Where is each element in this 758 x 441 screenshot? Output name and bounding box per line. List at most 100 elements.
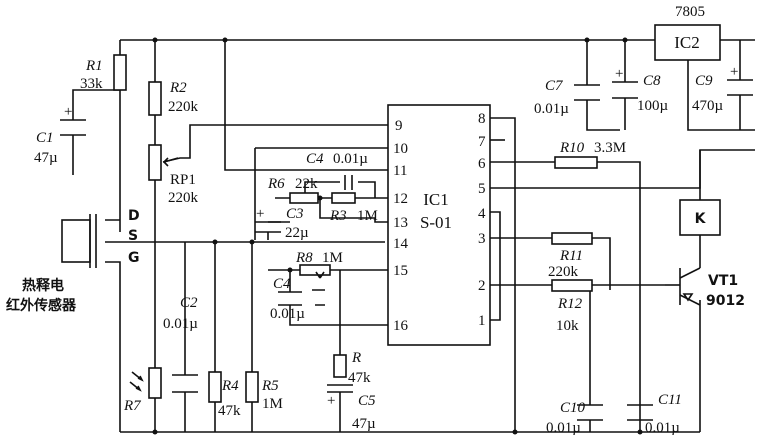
ic2-ref: IC2: [674, 33, 700, 52]
c1-plus: +: [64, 104, 72, 120]
r8-resistor: [299, 264, 331, 276]
ic1-ref: IC1: [423, 190, 449, 209]
r2-ref: R2: [169, 80, 187, 96]
r4-resistor: [208, 371, 222, 403]
r-ref: R: [351, 350, 361, 366]
ic1-pin-9: 9: [395, 118, 403, 134]
wires: [72, 39, 755, 433]
vt1-value: 9012: [706, 293, 745, 309]
c2-ref: C2: [180, 295, 198, 311]
r7-ref: R7: [123, 398, 142, 414]
c1-value: 47µ: [34, 150, 58, 166]
rp1-potentiometer: [148, 144, 162, 181]
c3-plus: +: [256, 206, 264, 222]
r4-value: 47k: [218, 403, 241, 419]
ic1-pin-14: 14: [393, 236, 409, 252]
r8-ref: R8: [295, 250, 313, 266]
ic2-regulator: IC2 7805: [654, 4, 721, 61]
r12-resistor: [551, 279, 593, 292]
ic1-pin-15: 15: [393, 263, 408, 279]
c7-ref: C7: [545, 78, 564, 94]
ic1-pin-4: 4: [478, 206, 486, 222]
r3-value: 1M: [357, 208, 378, 224]
c9-value: 470µ: [692, 98, 724, 114]
r10-value: 3.3M: [594, 140, 626, 156]
ic1-pin-1: 1: [478, 313, 486, 329]
c10-value: 0.01µ: [546, 420, 581, 436]
r1-ref: R1: [85, 58, 103, 74]
c10-ref: C10: [560, 400, 586, 416]
r11-resistor: [551, 232, 593, 245]
r6-value: 22k: [295, 176, 318, 192]
ic1-pin-8: 8: [478, 111, 486, 127]
sensor-pin-g: G: [128, 250, 140, 266]
r8-value: 1M: [322, 250, 343, 266]
r2-value: 220k: [168, 99, 199, 115]
r3-ref: R3: [329, 208, 347, 224]
c5-plus: +: [327, 393, 335, 409]
r5-ref: R5: [261, 378, 279, 394]
c7-value: 0.01µ: [534, 101, 569, 117]
vt1-ref: VT1: [708, 273, 738, 289]
c1-capacitor: [60, 119, 86, 136]
ic1-pin-2: 2: [478, 278, 486, 294]
ic1-pin-13: 13: [393, 215, 408, 231]
r6-ref: R6: [267, 176, 285, 192]
c1-ref: C1: [36, 130, 54, 146]
sensor-label-line2: 红外传感器: [6, 297, 77, 314]
c5-value: 47µ: [352, 416, 376, 432]
c9-capacitor: [727, 79, 753, 96]
relay: K: [679, 199, 721, 236]
c4-capacitor: [344, 175, 353, 190]
ic1-pin-12: 12: [393, 191, 408, 207]
r11-ref: R11: [559, 248, 583, 264]
ic1-pin-10: 10: [393, 141, 408, 157]
relay-ref: K: [695, 211, 707, 227]
r4-ref: R4: [221, 378, 239, 394]
rp1-value: 220k: [168, 190, 199, 206]
r12-value: 10k: [556, 318, 579, 334]
r10-ref: R10: [559, 140, 585, 156]
c11-capacitor: [627, 404, 653, 421]
r3-resistor: [331, 192, 356, 204]
r-resistor: [333, 354, 347, 378]
sensor-label-line1: 热释电: [22, 277, 64, 294]
r1-value: 33k: [80, 76, 103, 92]
c4b-ref: C4: [273, 276, 291, 292]
ic1-pin-6: 6: [478, 156, 486, 172]
r11-value: 220k: [548, 264, 579, 280]
c9-plus: +: [730, 64, 738, 80]
ic1-pin-3: 3: [478, 231, 486, 247]
r5-value: 1M: [262, 396, 283, 412]
ic1-part: S-01: [420, 213, 452, 232]
c5-ref: C5: [358, 393, 376, 409]
r7-photoresistor: [148, 367, 162, 399]
c10-capacitor: [577, 404, 603, 421]
c3-ref: C3: [286, 206, 304, 222]
c4-ref: C4: [306, 151, 324, 167]
c4b-capacitor: [278, 291, 302, 306]
c11-value: 0.01µ: [645, 420, 680, 436]
c2-capacitor: [172, 374, 198, 393]
ic1: IC1 S-01 9 10 11 12 13 14 15 16 8 7 6 5 …: [387, 104, 491, 346]
c5-capacitor: [327, 384, 353, 393]
resistors: [113, 54, 598, 403]
c3-value: 22µ: [285, 225, 309, 241]
c11-ref: C11: [658, 392, 682, 408]
r6-resistor: [289, 192, 319, 204]
capacitors: [60, 79, 753, 421]
c4b-value: 0.01µ: [270, 306, 305, 322]
sensor-pin-s: S: [128, 228, 138, 244]
c8-plus: +: [615, 66, 623, 82]
pir-sensor: D S G 热释电 红外传感器: [6, 208, 140, 314]
c8-value: 100µ: [637, 98, 669, 114]
c3-capacitor: [255, 221, 281, 233]
c4-value: 0.01µ: [333, 151, 368, 167]
c2-value: 0.01µ: [163, 316, 198, 332]
transistor-vt1: [665, 267, 701, 306]
c8-ref: C8: [643, 73, 661, 89]
r5-resistor: [245, 371, 259, 403]
component-labels: R1 33k R2 220k RP1 220k C1 47µ + C4 0.01…: [34, 58, 745, 436]
c7-capacitor: [574, 84, 600, 101]
